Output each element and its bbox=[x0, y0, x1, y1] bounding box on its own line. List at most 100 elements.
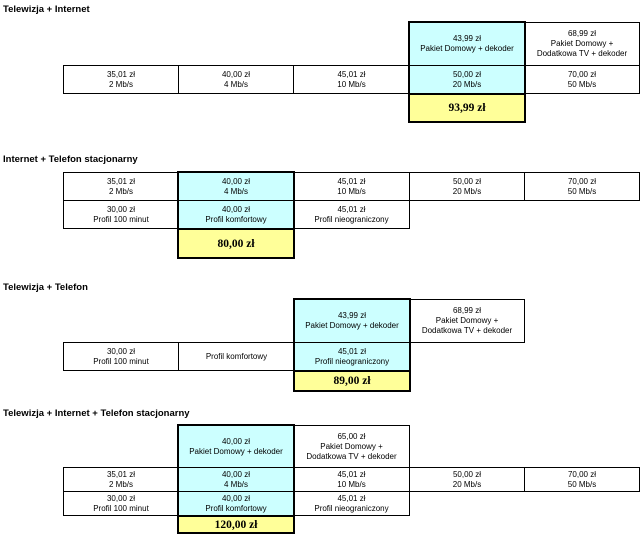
total-price: 89,00 zł bbox=[293, 370, 411, 392]
section-title-tv-internet: Telewizja + Internet bbox=[3, 4, 90, 15]
phone-option-100min[interactable]: 30,00 zł Profil 100 minut bbox=[63, 200, 179, 229]
internet-speed: 50 Mb/s bbox=[567, 79, 597, 89]
section-title-internet-phone: Internet + Telefon stacjonarny bbox=[3, 154, 138, 165]
internet-speed: 20 Mb/s bbox=[452, 186, 482, 196]
internet-option-2mb[interactable]: 35,01 zł 2 Mb/s bbox=[63, 172, 179, 201]
internet-option-20mb[interactable]: 50,00 zł 20 Mb/s bbox=[409, 65, 525, 94]
internet-option-20mb[interactable]: 50,00 zł 20 Mb/s bbox=[409, 172, 525, 201]
internet-option-4mb[interactable]: 40,00 zł 4 Mb/s bbox=[178, 467, 294, 492]
internet-speed: 20 Mb/s bbox=[452, 79, 482, 89]
phone-price: 45,01 zł bbox=[337, 346, 367, 356]
phone-option-unlimited[interactable]: 45,01 zł Profil nieograniczony bbox=[294, 342, 410, 371]
tv-option-basic[interactable]: 43,99 zł Pakiet Domowy + dekoder bbox=[409, 22, 525, 66]
internet-price: 40,00 zł bbox=[221, 69, 251, 79]
phone-name: Profil komfortowy bbox=[205, 351, 268, 361]
section-title-tv-phone: Telewizja + Telefon bbox=[3, 282, 88, 293]
internet-option-10mb[interactable]: 45,01 zł 10 Mb/s bbox=[293, 467, 410, 492]
internet-speed: 10 Mb/s bbox=[337, 186, 366, 196]
tv-option-name: Pakiet Domowy + dekoder bbox=[189, 446, 283, 456]
internet-price: 35,01 zł bbox=[106, 176, 136, 186]
phone-option-unlimited[interactable]: 45,01 zł Profil nieograniczony bbox=[293, 491, 410, 516]
internet-price: 50,00 zł bbox=[452, 469, 482, 479]
tv-option-name-line2: Dodatkowa TV + dekoder bbox=[306, 451, 397, 461]
tv-option-name: Pakiet Domowy + dekoder bbox=[420, 44, 514, 53]
tv-option-name-line2: Dodatkowa TV + dekoder bbox=[536, 49, 628, 58]
internet-price: 70,00 zł bbox=[567, 176, 597, 186]
tv-option-price: 40,00 zł bbox=[221, 436, 251, 446]
internet-speed: 10 Mb/s bbox=[337, 479, 366, 489]
tv-option-extra[interactable]: 68,99 zł Pakiet Domowy + Dodatkowa TV + … bbox=[409, 299, 525, 343]
phone-price: 30,00 zł bbox=[106, 493, 136, 503]
phone-option-unlimited[interactable]: 45,01 zł Profil nieograniczony bbox=[293, 200, 410, 229]
phone-option-comfort[interactable]: 40,00 zł Profil komfortowy bbox=[178, 491, 294, 516]
internet-price: 70,00 zł bbox=[567, 69, 597, 79]
phone-name: Profil 100 minut bbox=[93, 356, 149, 366]
internet-price: 45,01 zł bbox=[337, 469, 366, 479]
internet-price: 40,00 zł bbox=[221, 176, 251, 186]
internet-speed: 4 Mb/s bbox=[223, 479, 248, 489]
internet-speed: 50 Mb/s bbox=[567, 479, 597, 489]
tv-option-price: 43,99 zł bbox=[337, 311, 367, 320]
internet-option-10mb[interactable]: 45,01 zł 10 Mb/s bbox=[293, 172, 410, 201]
internet-price: 40,00 zł bbox=[221, 469, 251, 479]
internet-speed: 20 Mb/s bbox=[452, 479, 482, 489]
section-title-tv-internet-phone: Telewizja + Internet + Telefon stacjonar… bbox=[3, 408, 190, 419]
phone-price: 30,00 zł bbox=[106, 204, 136, 214]
phone-price: 40,00 zł bbox=[221, 493, 251, 503]
internet-option-2mb[interactable]: 35,01 zł 2 Mb/s bbox=[63, 65, 179, 94]
phone-price: 30,00 zł bbox=[106, 346, 136, 356]
tv-option-extra[interactable]: 68,99 zł Pakiet Domowy + Dodatkowa TV + … bbox=[524, 22, 640, 66]
tv-option-basic[interactable]: 43,99 zł Pakiet Domowy + dekoder bbox=[294, 299, 410, 343]
internet-speed: 2 Mb/s bbox=[108, 479, 133, 489]
phone-option-comfort[interactable]: 40,00 zł Profil komfortowy bbox=[178, 200, 294, 229]
internet-speed: 10 Mb/s bbox=[337, 79, 366, 89]
tv-option-price: 68,99 zł bbox=[567, 29, 597, 38]
tv-option-name: Pakiet Domowy + bbox=[550, 39, 614, 48]
internet-option-50mb[interactable]: 70,00 zł 50 Mb/s bbox=[524, 65, 640, 94]
internet-speed: 4 Mb/s bbox=[223, 79, 248, 89]
phone-price: 45,01 zł bbox=[337, 493, 366, 503]
internet-option-20mb[interactable]: 50,00 zł 20 Mb/s bbox=[409, 467, 525, 492]
phone-name: Profil komfortowy bbox=[205, 214, 267, 224]
internet-option-50mb[interactable]: 70,00 zł 50 Mb/s bbox=[524, 172, 640, 201]
tv-option-price: 68,99 zł bbox=[452, 306, 482, 315]
tv-option-name: Pakiet Domowy + bbox=[435, 316, 499, 325]
phone-option-100min[interactable]: 30,00 zł Profil 100 minut bbox=[63, 491, 179, 516]
phone-price: 45,01 zł bbox=[337, 204, 366, 214]
internet-option-2mb[interactable]: 35,01 zł 2 Mb/s bbox=[63, 467, 179, 492]
internet-price: 35,01 zł bbox=[106, 69, 136, 79]
total-price: 80,00 zł bbox=[177, 228, 295, 259]
internet-option-4mb[interactable]: 40,00 zł 4 Mb/s bbox=[178, 172, 294, 201]
internet-option-10mb[interactable]: 45,01 zł 10 Mb/s bbox=[293, 65, 410, 94]
internet-speed: 4 Mb/s bbox=[223, 186, 248, 196]
phone-name: Profil nieograniczony bbox=[314, 356, 390, 366]
tv-option-name: Pakiet Domowy + bbox=[320, 441, 383, 451]
internet-option-4mb[interactable]: 40,00 zł 4 Mb/s bbox=[178, 65, 294, 94]
internet-price: 70,00 zł bbox=[567, 469, 597, 479]
internet-price: 50,00 zł bbox=[452, 176, 482, 186]
phone-price: 40,00 zł bbox=[221, 204, 251, 214]
tv-option-name: Pakiet Domowy + dekoder bbox=[305, 321, 399, 330]
phone-name: Profil 100 minut bbox=[93, 503, 149, 513]
tv-option-extra[interactable]: 65,00 zł Pakiet Domowy + Dodatkowa TV + … bbox=[293, 425, 410, 468]
internet-price: 45,01 zł bbox=[337, 69, 366, 79]
internet-price: 35,01 zł bbox=[106, 469, 136, 479]
tv-option-name-line2: Dodatkowa TV + dekoder bbox=[421, 326, 513, 335]
phone-name: Profil 100 minut bbox=[93, 214, 149, 224]
internet-price: 50,00 zł bbox=[452, 69, 482, 79]
internet-speed: 2 Mb/s bbox=[108, 79, 133, 89]
phone-option-100min[interactable]: 30,00 zł Profil 100 minut bbox=[63, 342, 179, 371]
internet-speed: 2 Mb/s bbox=[108, 186, 133, 196]
tv-option-price: 43,99 zł bbox=[452, 34, 482, 43]
tv-option-price: 65,00 zł bbox=[337, 431, 366, 441]
total-price: 93,99 zł bbox=[408, 93, 526, 123]
internet-option-50mb[interactable]: 70,00 zł 50 Mb/s bbox=[524, 467, 640, 492]
tv-option-basic[interactable]: 40,00 zł Pakiet Domowy + dekoder bbox=[178, 425, 294, 468]
internet-speed: 50 Mb/s bbox=[567, 186, 597, 196]
phone-option-comfort[interactable]: Profil komfortowy bbox=[178, 342, 295, 371]
phone-name: Profil komfortowy bbox=[205, 503, 267, 513]
internet-price: 45,01 zł bbox=[337, 176, 366, 186]
phone-name: Profil nieograniczony bbox=[314, 503, 389, 513]
phone-name: Profil nieograniczony bbox=[314, 214, 389, 224]
total-price: 120,00 zł bbox=[177, 515, 295, 534]
